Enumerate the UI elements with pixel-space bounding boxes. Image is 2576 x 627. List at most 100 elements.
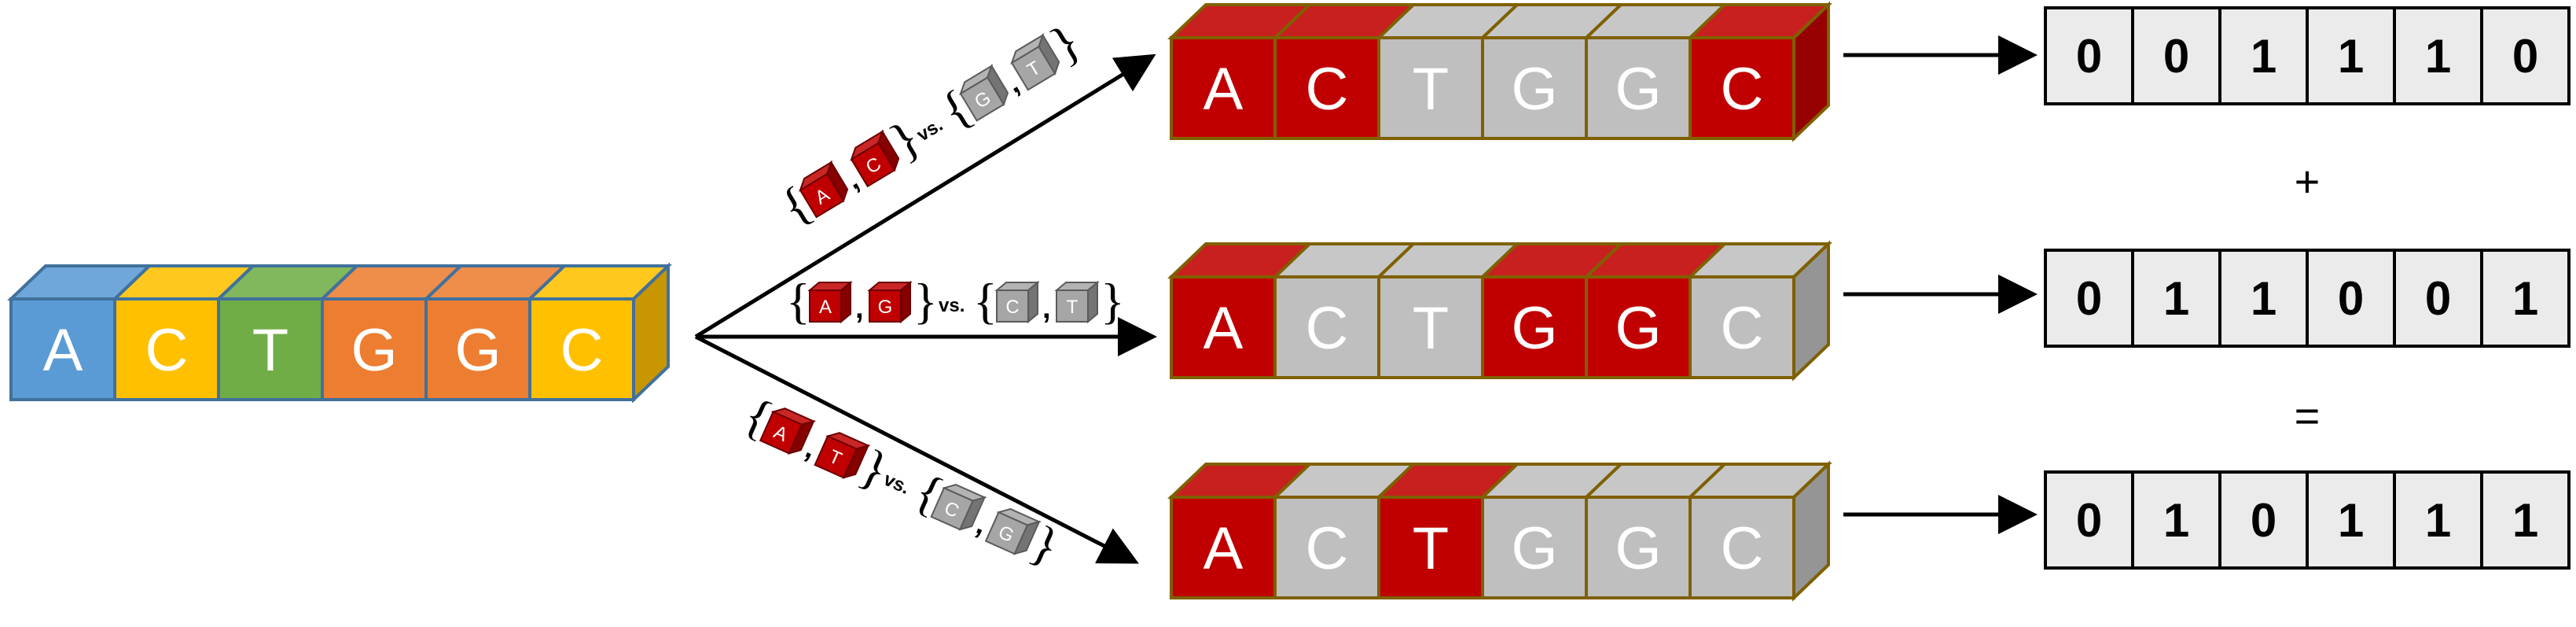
equals-operator: = xyxy=(2295,391,2321,441)
red-cube-icon: A xyxy=(799,160,849,219)
cube-front-face xyxy=(424,297,531,401)
nucleotide-letter: C xyxy=(1306,295,1349,362)
bit-cell xyxy=(2218,249,2309,348)
bit-value: 0 xyxy=(2338,272,2364,325)
bit-vector-1: 0 0 1 1 1 0 xyxy=(2044,6,2570,105)
cube-front-face xyxy=(1689,36,1795,140)
red-cube-icon: T xyxy=(814,432,871,479)
bit-value: 0 xyxy=(2076,494,2102,547)
cube-front-face xyxy=(1170,496,1277,599)
cube-front-face xyxy=(1481,275,1588,379)
branch-arrow-1 xyxy=(694,53,1156,339)
comma: , xyxy=(855,292,864,325)
cube-front-face xyxy=(1273,36,1380,140)
cube-front-face xyxy=(1585,275,1692,379)
bit-value: 1 xyxy=(2163,494,2189,547)
nucleotide-letter: A xyxy=(1203,56,1244,123)
red-cube-icon: C xyxy=(850,129,900,188)
nucleotide-letter: G xyxy=(1511,515,1557,582)
nucleotide-letter: G xyxy=(1615,515,1661,582)
cube-front-face xyxy=(1170,275,1277,379)
nucleotide-letter: T xyxy=(1413,56,1449,123)
bit-cell xyxy=(2306,249,2396,348)
bit-value: 0 xyxy=(2512,30,2538,83)
bit-value: 1 xyxy=(2425,30,2451,83)
nucleotide-letter: A xyxy=(1203,515,1244,582)
nucleotide-letter: C xyxy=(1721,295,1764,362)
branch-arrow-3 xyxy=(694,334,1139,564)
cube-front-face xyxy=(1481,496,1588,599)
bit-value: 0 xyxy=(2251,494,2277,547)
cube-front-face xyxy=(528,297,635,401)
gray-cube-icon: G xyxy=(959,64,1009,122)
bit-value: 0 xyxy=(2425,272,2451,325)
cube-front-face xyxy=(1689,275,1795,379)
cube-front-face xyxy=(1170,36,1277,140)
bit-cell xyxy=(2218,6,2309,105)
nucleotide-letter: G xyxy=(1511,295,1557,362)
cube-front-face xyxy=(1481,36,1588,140)
nucleotide-letter: C xyxy=(560,317,604,384)
cube-front-face xyxy=(9,297,116,401)
group-label-3: {A,T}vs.{C,G} xyxy=(736,386,1068,575)
bit-cell xyxy=(2306,470,2396,570)
cube-front-face xyxy=(1273,496,1380,599)
nucleotide-letter: A xyxy=(43,317,83,384)
nucleotide-letter: G xyxy=(1511,56,1557,123)
open-brace: { xyxy=(786,273,810,329)
bit-cell xyxy=(2393,249,2483,348)
red-cube-icon: A xyxy=(807,280,853,324)
group-letter: T xyxy=(1067,297,1079,318)
cube-front-face xyxy=(1377,496,1484,599)
close-brace: } xyxy=(913,273,938,329)
bit-value: 1 xyxy=(2163,272,2189,325)
nucleotide-letter: T xyxy=(1413,295,1449,362)
bit-value: 0 xyxy=(2163,30,2189,83)
cube-front-face xyxy=(217,297,324,401)
plus-operator: + xyxy=(2295,157,2321,206)
bit-value: 1 xyxy=(2338,30,2364,83)
bit-value: 1 xyxy=(2251,272,2277,325)
gray-cube-icon: C xyxy=(930,483,987,531)
gray-cube-icon: T xyxy=(1010,33,1060,91)
operators: += xyxy=(2295,157,2321,441)
bit-cell xyxy=(2480,6,2570,105)
group-label-2: {A,G}vs.{C,T} xyxy=(786,273,1125,329)
nucleotide-letter: G xyxy=(1615,56,1661,123)
nucleotide-letter: C xyxy=(145,317,189,384)
bit-value: 1 xyxy=(2251,30,2277,83)
gray-cube-icon: T xyxy=(1054,280,1100,324)
nucleotide-letter: C xyxy=(1721,56,1764,123)
nucleotide-letter: G xyxy=(1615,295,1661,362)
bit-value: 1 xyxy=(2512,272,2538,325)
nucleotide-letter: T xyxy=(252,317,288,384)
cube-front-face xyxy=(1689,496,1795,599)
vs-label: vs. xyxy=(939,295,965,316)
bit-value: 1 xyxy=(2425,494,2451,547)
bit-value: 1 xyxy=(2512,494,2538,547)
bit-cell xyxy=(2044,470,2134,570)
group-labels: {A,C}vs.{G,T}{A,G}vs.{C,T}{A,T}vs.{C,G} xyxy=(736,13,1125,575)
cube-front-face xyxy=(113,297,220,401)
red-cube-icon: A xyxy=(759,408,817,455)
nucleotide-letter: C xyxy=(1721,515,1764,582)
open-brace: { xyxy=(973,273,998,329)
cube-front-face xyxy=(1585,36,1692,140)
cube-front-face xyxy=(1585,496,1692,599)
bit-cell xyxy=(2044,6,2134,105)
gray-cube-icon: C xyxy=(994,280,1040,324)
red-cube-icon: G xyxy=(867,280,913,324)
nucleotide-letter: T xyxy=(1413,515,1449,582)
bit-value: 0 xyxy=(2076,30,2102,83)
close-brace: } xyxy=(1101,273,1125,329)
bit-cell xyxy=(2480,470,2570,570)
bit-cell xyxy=(2393,470,2483,570)
